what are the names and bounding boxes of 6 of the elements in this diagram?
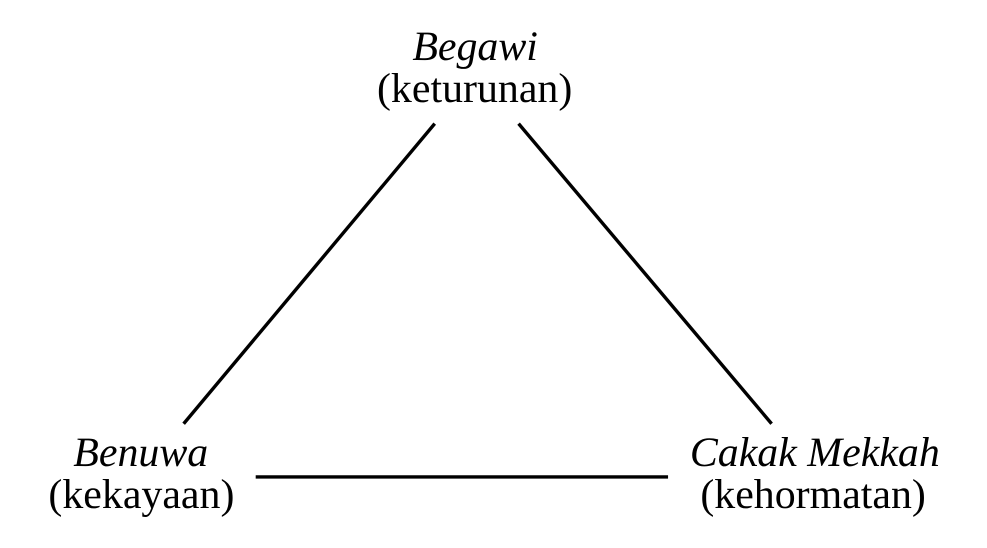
node-text: Begawi (keturunan) bbox=[376, 24, 572, 112]
connector bbox=[517, 122, 773, 425]
node-text: Benuwa (kekayaan) bbox=[48, 430, 234, 518]
node-text: Cakak Mekkah (kehormatan) bbox=[690, 430, 940, 518]
connector bbox=[256, 475, 668, 479]
connector bbox=[182, 122, 436, 425]
